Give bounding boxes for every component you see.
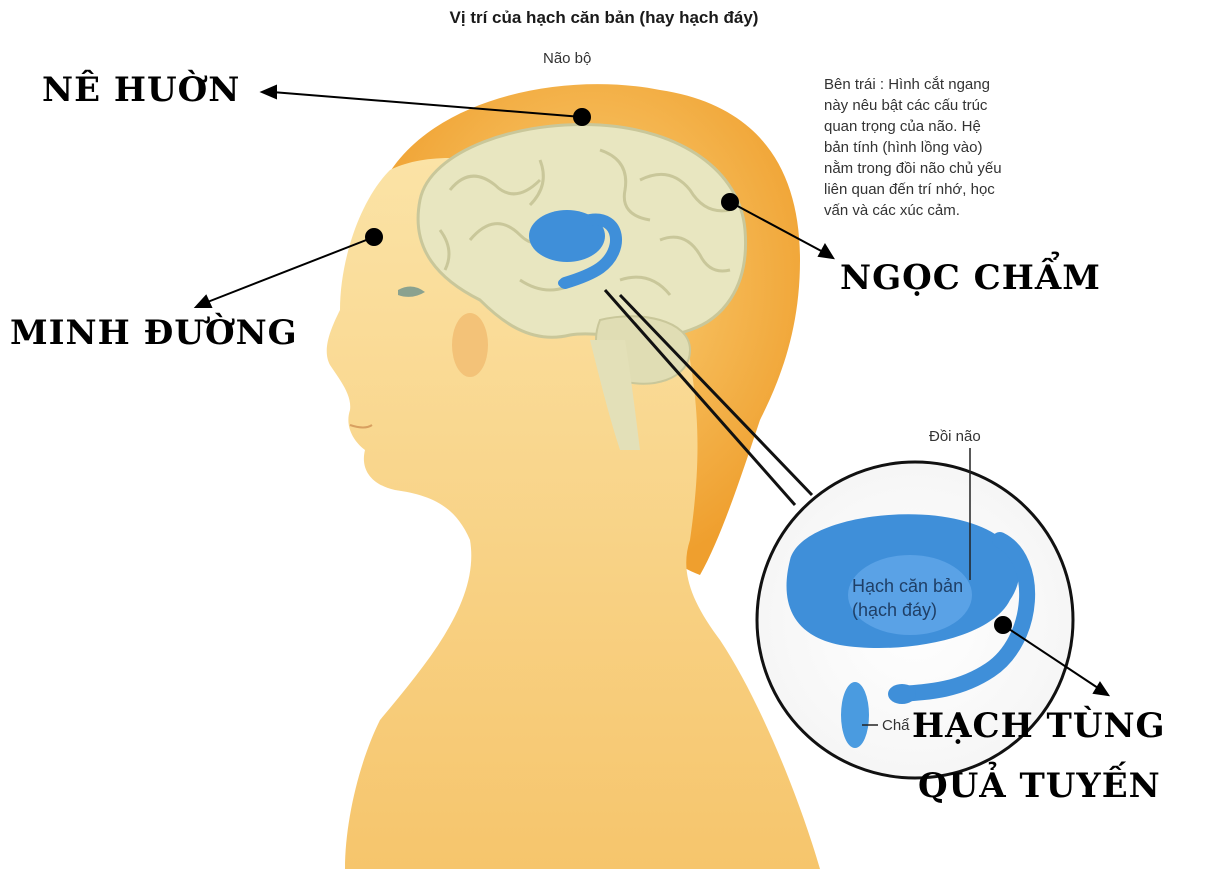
label-basal-ganglia: Hạch căn bản	[852, 576, 963, 597]
label-brain: Não bộ	[543, 50, 591, 67]
description-line: vấn và các xúc cảm.	[824, 200, 1074, 221]
description-line: quan trọng của não. Hệ	[824, 116, 1074, 137]
description-line: bản tính (hình lồng vào)	[824, 137, 1074, 158]
label-partial: Chẩ	[882, 717, 910, 734]
ear	[452, 313, 488, 377]
callout-hach-tung-line1: HẠCH TÙNG	[912, 706, 1166, 746]
callout-hach-tung-line2: QUẢ TUYẾN	[918, 766, 1161, 806]
label-basal-ganglia-sub: (hạch đáy)	[852, 600, 937, 621]
ne-huon-arrowhead	[262, 86, 276, 98]
description-line: nằm trong đồi não chủ yếu	[824, 158, 1074, 179]
callout-minh-duong: MINH ĐƯỜNG	[10, 313, 298, 353]
ngoc-cham-arrowhead	[819, 245, 833, 258]
callout-ngoc-cham: NGỌC CHẨM	[840, 258, 1101, 298]
description-text: Bên trái : Hình cắt ngang này nêu bật cá…	[824, 74, 1074, 221]
description-line: này nêu bật các cấu trúc	[824, 95, 1074, 116]
description-line: Bên trái : Hình cắt ngang	[824, 74, 1074, 95]
hach-tung-arrowhead	[1094, 683, 1108, 695]
minh-duong-arrowhead	[196, 296, 211, 307]
label-thalamus: Đồi não	[929, 428, 981, 445]
callout-ne-huon: NÊ HUỜN	[42, 70, 240, 110]
diagram-title: Vị trí của hạch căn bản (hay hạch đáy)	[0, 8, 1208, 28]
description-line: liên quan đến trí nhớ, học	[824, 179, 1074, 200]
